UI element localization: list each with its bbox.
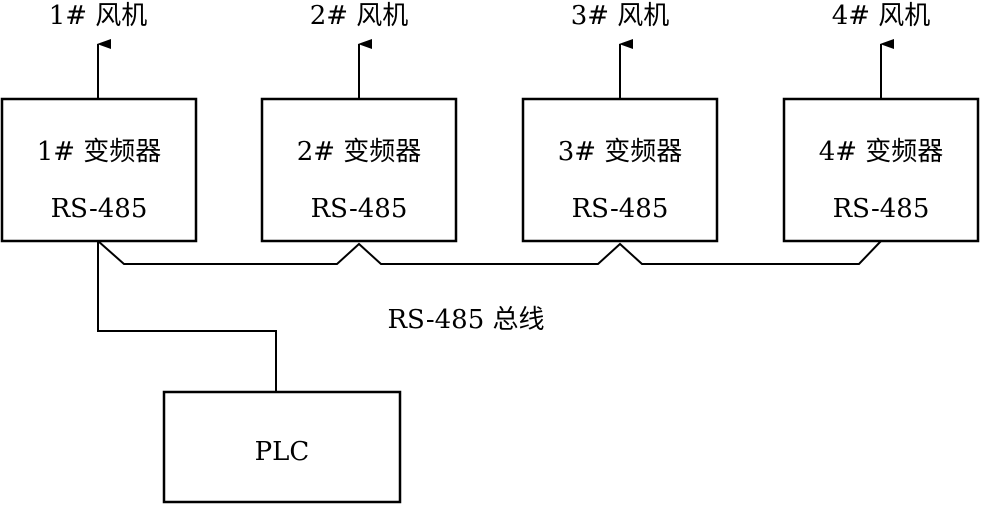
- fan-3: 3# 风机: [571, 1, 670, 99]
- inverter-1-name: 1# 变频器: [37, 137, 162, 167]
- plc-box: [162, 390, 402, 504]
- inverter-2-port: RS-485: [311, 194, 408, 224]
- fan-4-label: 4# 风机: [832, 1, 931, 31]
- inverter-3-port: RS-485: [572, 194, 669, 224]
- inverter-3-name: 3# 变频器: [558, 137, 683, 167]
- inverter-1-port: RS-485: [51, 194, 148, 224]
- inverter-4: 4# 变频器 RS-485: [782, 97, 980, 243]
- plc-connection-line: [97, 241, 277, 392]
- inverter-2-name: 2# 变频器: [297, 137, 422, 167]
- inverter-3: 3# 变频器 RS-485: [521, 97, 719, 243]
- inverter-1: 1# 变频器 RS-485: [0, 97, 198, 243]
- fan-2: 2# 风机: [310, 1, 409, 99]
- bus-label: RS-485 总线: [387, 305, 544, 335]
- inverter-1-box: [0, 97, 198, 243]
- fan-1-label: 1# 风机: [49, 1, 148, 31]
- plc-label: PLC: [255, 437, 310, 467]
- fan-2-label: 2# 风机: [310, 1, 409, 31]
- inverter-4-port: RS-485: [833, 194, 930, 224]
- inverter-3-box: [521, 97, 719, 243]
- inverter-4-name: 4# 变频器: [819, 137, 944, 167]
- plc: PLC: [162, 390, 402, 504]
- fan-3-label: 3# 风机: [571, 1, 670, 31]
- inverter-4-box: [782, 97, 980, 243]
- fan-1: 1# 风机: [49, 1, 148, 99]
- inverter-2-box: [260, 97, 458, 243]
- inverter-2: 2# 变频器 RS-485: [260, 97, 458, 243]
- rs485-bus-line: [97, 240, 882, 265]
- fan-4: 4# 风机: [832, 1, 931, 99]
